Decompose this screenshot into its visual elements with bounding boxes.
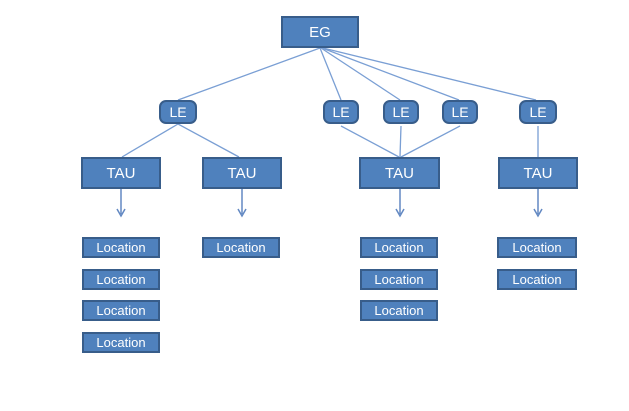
arrow-tau3-down: [395, 189, 405, 218]
edge-le1-tau2: [177, 123, 240, 158]
node-tau-4: TAU: [498, 157, 578, 189]
edge-eg-le1: [177, 47, 321, 101]
node-location-3-1: Location: [360, 237, 438, 258]
edge-le3-tau3: [399, 125, 402, 158]
node-tau-1: TAU: [81, 157, 161, 189]
arrow-tau1-down: [116, 189, 126, 218]
node-eg: EG: [281, 16, 359, 48]
edge-eg-le3: [320, 47, 401, 101]
node-location-2-1: Location: [202, 237, 280, 258]
edge-eg-le4: [321, 47, 460, 101]
node-location-3-2: Location: [360, 269, 438, 290]
edge-eg-le2: [319, 47, 342, 101]
node-location-4-2: Location: [497, 269, 577, 290]
node-location-1-4: Location: [82, 332, 160, 353]
arrow-tau4-down: [533, 189, 543, 218]
edge-le2-tau3: [340, 125, 400, 158]
node-le-4: LE: [442, 100, 478, 124]
node-le-5: LE: [519, 100, 557, 124]
node-location-1-3: Location: [82, 300, 160, 321]
node-le-1: LE: [159, 100, 197, 124]
edge-eg-le5: [322, 47, 537, 101]
node-tau-3: TAU: [359, 157, 440, 189]
node-location-4-1: Location: [497, 237, 577, 258]
node-tau-2: TAU: [202, 157, 282, 189]
node-location-1-1: Location: [82, 237, 160, 258]
edge-le1-tau1: [121, 123, 179, 158]
edge-le4-tau3: [400, 125, 461, 158]
arrow-tau2-down: [237, 189, 247, 218]
node-le-3: LE: [383, 100, 419, 124]
node-location-3-3: Location: [360, 300, 438, 321]
node-le-2: LE: [323, 100, 359, 124]
node-location-1-2: Location: [82, 269, 160, 290]
